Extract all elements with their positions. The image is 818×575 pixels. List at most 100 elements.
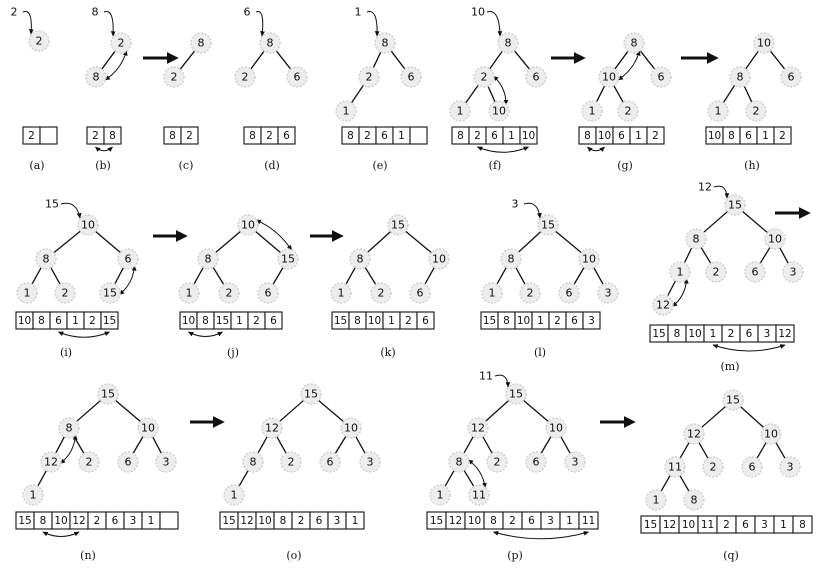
node-value: 6 — [566, 287, 573, 300]
panel-label-g: (g) — [617, 159, 633, 172]
array-value: 6 — [745, 130, 752, 142]
tree-edge-m — [742, 210, 768, 234]
array-value: 8 — [503, 315, 510, 327]
array-value: 6 — [528, 515, 535, 527]
panel-label-q: (q) — [723, 549, 739, 562]
tree-node-o: 3 — [359, 451, 381, 473]
array-value: 2 — [723, 519, 730, 531]
inserted-value-p: 11 — [479, 370, 493, 383]
tree-edge-j — [255, 230, 281, 254]
tree-node-j: 15 — [277, 248, 299, 270]
tree-edge-m — [703, 211, 728, 233]
tree-edge-l — [517, 231, 542, 253]
swap-arrow-j — [255, 219, 292, 251]
node-circle — [558, 282, 580, 304]
tree-edge-f — [487, 85, 496, 103]
node-value: 1 — [489, 287, 496, 300]
node-value: 2 — [378, 287, 385, 300]
tree-node-m: 15 — [724, 194, 746, 216]
node-value: 6 — [125, 253, 132, 266]
node-circle — [729, 66, 751, 88]
tree-node-n: 10 — [137, 417, 159, 439]
array-value: 2 — [728, 328, 735, 340]
array-value: 10 — [54, 515, 67, 527]
array-cell — [39, 126, 58, 145]
array-cell — [416, 311, 435, 330]
tree-node-i: 15 — [99, 282, 121, 304]
insert-arrow — [60, 202, 82, 219]
array-value: 8 — [40, 515, 47, 527]
tree-edge-g — [639, 50, 656, 70]
tree-node-c: 2 — [163, 66, 185, 88]
tree-edge-q — [756, 442, 767, 459]
node-circle — [724, 194, 746, 216]
tree-edge-j — [215, 230, 241, 254]
array-swap-arrow-f — [476, 146, 530, 153]
node-circle — [163, 66, 185, 88]
node-value: 1 — [186, 287, 193, 300]
tree-node-f: 10 — [488, 100, 510, 122]
node-circle — [40, 451, 62, 473]
array-swap-arrow-j — [187, 331, 224, 337]
node-value: 6 — [327, 456, 334, 469]
node-circle — [525, 451, 547, 473]
heap-array-a: 2 — [22, 126, 58, 145]
panel-label-a: (a) — [29, 159, 44, 172]
array-value: 6 — [55, 315, 62, 327]
node-value: 11 — [472, 489, 486, 502]
node-circle — [117, 248, 139, 270]
tree-node-g: 10 — [598, 66, 620, 88]
swap-arrows — [22, 10, 730, 489]
tree-node-p: 6 — [525, 451, 547, 473]
tree-node-k: 1 — [330, 282, 352, 304]
tree-edge-f — [489, 50, 503, 70]
node-circle — [581, 100, 603, 122]
insert-arrow — [713, 185, 730, 199]
array-value: 12 — [663, 519, 676, 531]
array-value: 1 — [388, 315, 395, 327]
tree-node-k: 10 — [428, 248, 450, 270]
node-circle — [685, 228, 707, 250]
node-value: 1 — [457, 105, 464, 118]
array-value: 8 — [249, 130, 256, 142]
swap-arrow-p — [467, 459, 487, 489]
node-circle — [99, 282, 121, 304]
node-value: 1 — [437, 489, 444, 502]
tree-edge-f — [513, 50, 531, 70]
tree-node-e: 8 — [374, 32, 396, 54]
tree-node-k: 6 — [409, 282, 431, 304]
node-value: 15 — [391, 219, 405, 232]
inserted-value-l: 3 — [512, 198, 519, 211]
tree-node-l: 15 — [537, 214, 559, 236]
tree-node-o: 10 — [340, 417, 362, 439]
tree-node-o: 6 — [319, 451, 341, 473]
tree-edge-q — [701, 406, 726, 428]
insert-arrow — [255, 11, 265, 37]
panel-label-f: (f) — [489, 159, 502, 172]
array-value: 2 — [94, 515, 101, 527]
tree-edge-o — [276, 436, 287, 454]
node-circle — [155, 451, 177, 473]
panel-label-m: (m) — [720, 360, 739, 373]
node-value: 12 — [687, 428, 701, 441]
array-value: 2 — [89, 315, 96, 327]
tree-node-q: 3 — [779, 456, 801, 478]
node-circle — [257, 282, 279, 304]
tree-node-d: 8 — [259, 32, 281, 54]
node-value: 8 — [505, 37, 512, 50]
node-value: 15 — [101, 388, 115, 401]
tree-edge-n — [76, 400, 101, 422]
node-value: 2 — [625, 105, 632, 118]
tree-edge-p — [485, 400, 509, 422]
array-value: 2 — [652, 130, 659, 142]
node-circle — [259, 32, 281, 54]
node-circle — [358, 66, 380, 88]
tree-node-h: 1 — [707, 100, 729, 122]
array-value: 6 — [316, 515, 323, 527]
